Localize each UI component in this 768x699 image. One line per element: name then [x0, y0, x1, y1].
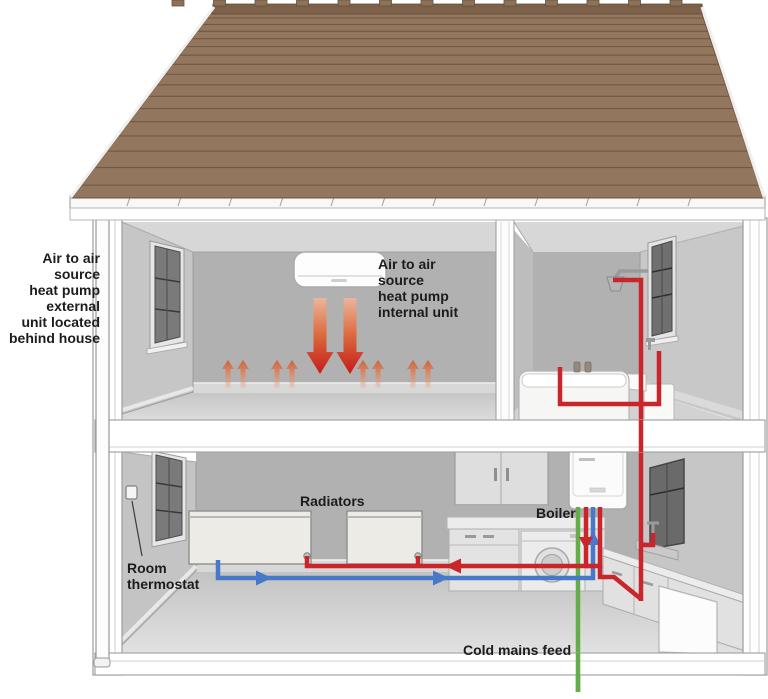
warm-air-down-arrows — [306, 298, 364, 374]
radiators-group — [188, 510, 423, 565]
bathtub — [518, 361, 630, 430]
lower-left-window — [151, 450, 187, 548]
left-barge-board — [69, 6, 216, 198]
fascia-gutter — [69, 195, 766, 221]
foundation-slab — [94, 652, 766, 676]
lower-right-window — [649, 458, 685, 550]
hot-down-arrow — [579, 537, 593, 550]
hot-flow-arrow — [445, 558, 461, 574]
bathroom — [513, 221, 749, 431]
radiator-2 — [346, 510, 423, 565]
hot-pipes — [304, 277, 662, 601]
right-barge-board — [700, 6, 766, 198]
room-thermostat-device — [125, 485, 143, 557]
radiator-1 — [188, 510, 312, 565]
return-flow-arrow — [256, 570, 272, 586]
bathroom-window — [645, 235, 679, 347]
heat-pump-internal-unit — [293, 251, 387, 288]
upper-left-window — [146, 240, 188, 355]
roof — [69, 0, 766, 199]
return-flow-arrow — [433, 570, 449, 586]
washing-machine — [520, 530, 586, 592]
rain-downpipe — [85, 197, 111, 668]
thermostat-pointer-line — [131, 500, 143, 557]
upstairs-divider-wall — [495, 219, 515, 437]
kitchen-wall-cabinet — [454, 448, 549, 506]
